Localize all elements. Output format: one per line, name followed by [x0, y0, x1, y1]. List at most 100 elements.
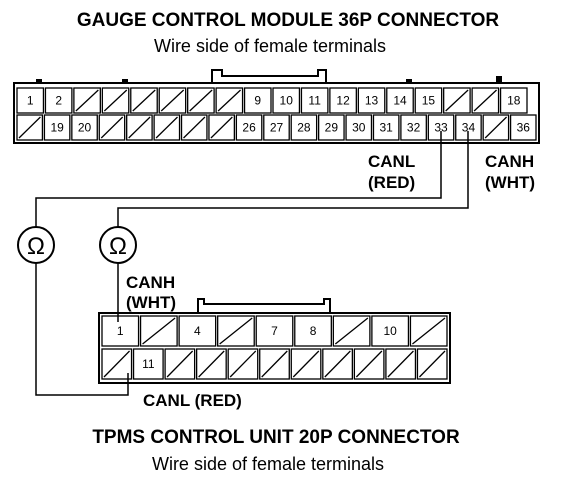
- pin-cell: 10: [371, 315, 410, 347]
- pin-frame: [130, 87, 158, 114]
- pin-frame: [353, 348, 385, 380]
- pin-number: 13: [365, 94, 379, 108]
- pin-number: 12: [336, 94, 350, 108]
- pin-cell: 27: [263, 114, 290, 141]
- pin-frame: [139, 315, 178, 347]
- pin-frame: [227, 348, 259, 380]
- pin-cell: [187, 87, 215, 114]
- pin-number: 36: [517, 121, 531, 135]
- pin-number: 15: [422, 94, 436, 108]
- pin-frame: [471, 87, 500, 114]
- pin-frame: [259, 348, 290, 380]
- unused-pin-slash: [103, 350, 131, 378]
- pin-frame: [290, 348, 322, 380]
- pin-number: 33: [434, 121, 448, 135]
- pin-frame: [386, 87, 414, 114]
- pin-cell: 9: [243, 87, 272, 114]
- canl-label-line2: (RED): [368, 173, 415, 192]
- pin-cell: [73, 87, 101, 114]
- pin-number: 30: [352, 121, 366, 135]
- pin-number: 11: [142, 357, 155, 371]
- pin-number: 28: [297, 121, 311, 135]
- pin-frame: [43, 114, 71, 141]
- pin-frame: [71, 114, 98, 141]
- pin-number: 29: [325, 121, 339, 135]
- pin-cell: [443, 87, 471, 114]
- unused-pin-slash: [132, 89, 156, 112]
- pin-cell: [471, 87, 500, 114]
- ohm-symbol-icon: Ω: [109, 233, 127, 260]
- unused-pin-slash: [412, 317, 446, 345]
- pin-frame: [101, 348, 133, 380]
- pin-cell: 30: [345, 114, 373, 141]
- tpms-bottom-row: 11: [101, 348, 448, 380]
- pin-cell: 11: [132, 348, 164, 380]
- pin-frame: [180, 114, 208, 141]
- unused-pin-slash: [334, 317, 369, 345]
- unused-pin-slash: [229, 350, 257, 378]
- pin-cell: 14: [386, 87, 414, 114]
- unused-pin-slash: [142, 317, 176, 345]
- pin-frame: [73, 87, 101, 114]
- pin-frame: [409, 315, 448, 347]
- pin-cell: [332, 315, 371, 347]
- pin-cell: [130, 87, 158, 114]
- pin-number: 10: [280, 94, 294, 108]
- pin-frame: [400, 114, 427, 141]
- pin-number: 10: [383, 324, 397, 338]
- unused-pin-slash: [445, 89, 469, 112]
- ohm-symbol-icon: Ω: [27, 233, 45, 260]
- unused-pin-slash: [418, 350, 446, 378]
- gauge-title: GAUGE CONTROL MODULE 36P CONNECTOR: [77, 10, 500, 31]
- unused-pin-slash: [292, 350, 320, 378]
- unused-pin-slash: [166, 350, 194, 378]
- gauge-key: [36, 79, 42, 83]
- pin-cell: [215, 87, 244, 114]
- pin-cell: 28: [290, 114, 318, 141]
- pin-cell: 8: [294, 315, 332, 347]
- pin-cell: [158, 87, 187, 114]
- unused-pin-slash: [160, 89, 185, 112]
- pin-frame: [101, 315, 140, 347]
- pin-number: 8: [310, 324, 317, 338]
- pin-frame: [357, 87, 386, 114]
- pin-cell: 26: [235, 114, 263, 141]
- gauge-key: [406, 79, 412, 83]
- pin-number: 31: [380, 121, 394, 135]
- pin-frame: [235, 114, 263, 141]
- pin-number: 1: [27, 94, 34, 108]
- pin-cell: [180, 114, 208, 141]
- pin-cell: [16, 114, 44, 141]
- pin-cell: [409, 315, 448, 347]
- gauge-connector-body: [13, 82, 540, 144]
- ohmmeter-left: Ω: [17, 226, 55, 264]
- pin-frame: [294, 315, 332, 347]
- unused-pin-slash: [324, 350, 351, 378]
- pin-frame: [208, 114, 236, 141]
- pin-cell: 4: [178, 315, 217, 347]
- pin-frame: [178, 315, 217, 347]
- pin-cell: [164, 348, 196, 380]
- pin-cell: 12: [329, 87, 357, 114]
- unused-pin-slash: [18, 116, 41, 139]
- pin-cell: [195, 348, 227, 380]
- pin-number: 2: [55, 94, 62, 108]
- tpms-connector-latch: [197, 298, 331, 313]
- pin-frame: [345, 114, 373, 141]
- pin-cell: [416, 348, 448, 380]
- pin-cell: [290, 348, 322, 380]
- pin-frame: [371, 315, 410, 347]
- unused-pin-slash: [155, 116, 178, 139]
- unused-pin-slash: [198, 350, 225, 378]
- pin-frame: [164, 348, 196, 380]
- pin-cell: [385, 348, 417, 380]
- tpms-subtitle: Wire side of female terminals: [152, 454, 384, 474]
- unused-pin-slash: [473, 89, 497, 112]
- tpms-canl-label: CANL (RED): [143, 391, 242, 410]
- pin-number: 20: [78, 121, 92, 135]
- tpms-canl-lead: [35, 263, 129, 396]
- pin-number: 19: [50, 121, 64, 135]
- pin-number: 34: [462, 121, 476, 135]
- pin-cell: [217, 315, 255, 347]
